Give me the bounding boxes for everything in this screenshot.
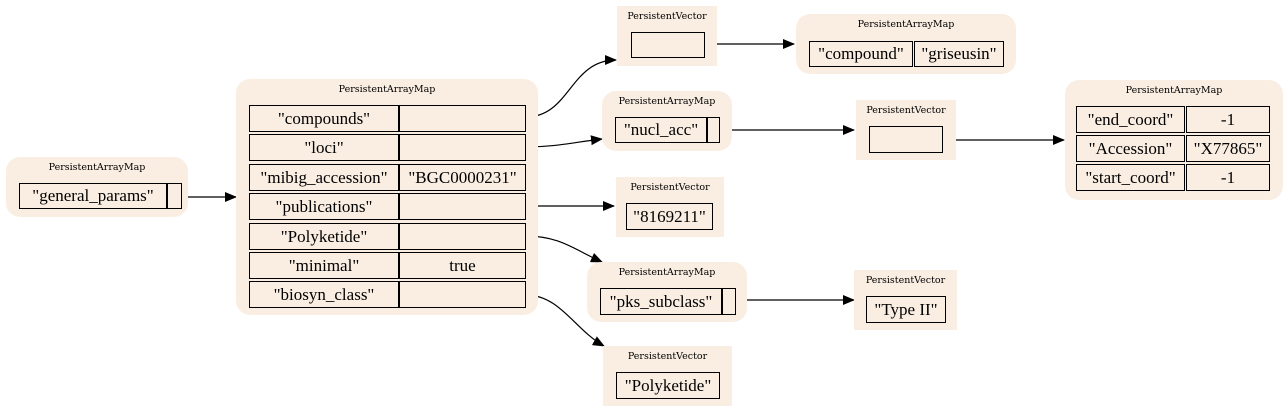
- pks-subclass-pointer-cell: [722, 288, 736, 315]
- compounds-vector-item-cell: [631, 32, 705, 58]
- node-title: PersistentArrayMap: [1125, 85, 1223, 96]
- node-title: PersistentArrayMap: [48, 162, 146, 173]
- pks-vector-item-cell: "Type II": [866, 296, 946, 323]
- main-map-key-polyketide: "Polyketide": [249, 223, 399, 250]
- pks-vector-node: PersistentVector "Type II": [854, 270, 957, 330]
- main-map-key-mibig-accession: "mibig_accession": [249, 164, 399, 191]
- compound-map-key-cell: "compound": [809, 41, 913, 67]
- loci-map-key-accession: "Accession": [1076, 135, 1185, 162]
- compound-map-value-cell: "griseusin": [914, 41, 1004, 67]
- loci-map-key-start-coord: "start_coord": [1076, 164, 1185, 191]
- main-map-key-compounds: "compounds": [249, 105, 399, 132]
- loci-map-node: PersistentArrayMap "end_coord" -1 "Acces…: [1065, 80, 1283, 200]
- main-map-key-loci: "loci": [249, 134, 399, 161]
- main-map-key-minimal: "minimal": [249, 252, 399, 279]
- compound-map-node: PersistentArrayMap "compound" "griseusin…: [796, 14, 1016, 74]
- general-params-node: PersistentArrayMap "general_params": [6, 157, 188, 217]
- main-map-node: PersistentArrayMap "compounds" "loci" "m…: [236, 79, 538, 315]
- main-map-key-publications: "publications": [249, 193, 399, 220]
- main-map-value-minimal: true: [399, 252, 526, 279]
- nucl-acc-pointer-cell: [707, 117, 720, 143]
- main-map-value-biosyn-class: [399, 281, 526, 308]
- node-title: PersistentVector: [866, 105, 946, 116]
- loci-map-value-end-coord: -1: [1186, 106, 1270, 133]
- edge-compounds-to-vector: [525, 55, 617, 118]
- node-title: PersistentVector: [865, 275, 946, 286]
- main-map-value-loci: [399, 134, 526, 161]
- pks-subclass-map-node: PersistentArrayMap "pks_subclass": [587, 262, 747, 322]
- general-params-key-cell: "general_params": [19, 183, 167, 209]
- node-title: PersistentVector: [627, 11, 707, 22]
- node-title: PersistentVector: [630, 182, 710, 193]
- nucl-acc-map-node: PersistentArrayMap "nucl_acc": [602, 91, 732, 151]
- node-title: PersistentArrayMap: [338, 84, 436, 95]
- main-map-value-publications: [399, 193, 526, 220]
- node-title: PersistentArrayMap: [857, 19, 955, 30]
- biosyn-vector-node: PersistentVector "Polyketide": [603, 346, 732, 406]
- loci-map-value-accession: "X77865": [1186, 135, 1270, 162]
- nucl-acc-key-cell: "nucl_acc": [615, 117, 707, 143]
- main-map-key-biosyn-class: "biosyn_class": [249, 281, 399, 308]
- main-map-value-polyketide: [399, 223, 526, 250]
- node-title: PersistentArrayMap: [618, 267, 716, 278]
- loci-map-key-end-coord: "end_coord": [1076, 106, 1185, 133]
- main-map-value-mibig-accession: "BGC0000231": [399, 164, 526, 191]
- compounds-vector-node: PersistentVector: [617, 6, 717, 66]
- loci-vector-item-cell: [869, 126, 943, 153]
- publications-vector-node: PersistentVector "8169211": [616, 177, 724, 237]
- biosyn-vector-item-cell: "Polyketide": [616, 372, 720, 399]
- pks-subclass-key-cell: "pks_subclass": [600, 288, 722, 315]
- node-title: PersistentArrayMap: [618, 96, 716, 107]
- publications-vector-item-cell: "8169211": [626, 203, 713, 230]
- node-title: PersistentVector: [627, 351, 708, 362]
- loci-vector-node: PersistentVector: [856, 100, 956, 160]
- loci-map-value-start-coord: -1: [1186, 164, 1270, 191]
- general-params-pointer-cell: [167, 183, 182, 209]
- main-map-value-compounds: [399, 105, 526, 132]
